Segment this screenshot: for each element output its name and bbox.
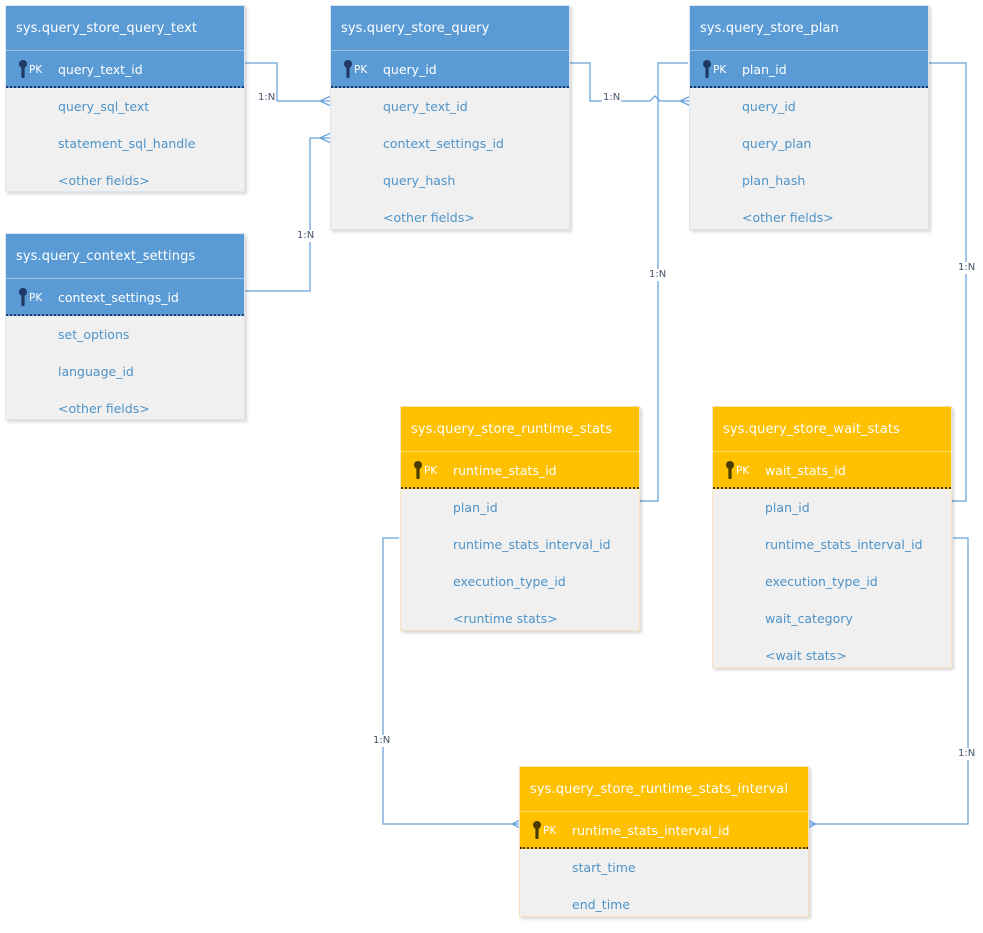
entity-query-store-query-text[interactable]: sys.query_store_query_text PK query_text… (5, 5, 245, 192)
field-row[interactable]: plan_id (453, 500, 498, 515)
entity-fields: set_options language_id <other fields> (6, 316, 244, 427)
entity-primary-key-row[interactable]: PK runtime_stats_interval_id (520, 812, 808, 849)
entity-fields: query_text_id context_settings_id query_… (331, 88, 569, 236)
entity-fields: query_sql_text statement_sql_handle <oth… (6, 88, 244, 199)
field-row[interactable]: <runtime stats> (453, 611, 558, 626)
key-icon (703, 60, 711, 78)
field-row[interactable]: execution_type_id (453, 574, 566, 589)
entity-query-store-wait-stats[interactable]: sys.query_store_wait_stats PK wait_stats… (712, 406, 952, 668)
connector-context-settings-to-query (245, 138, 320, 292)
field-row[interactable]: runtime_stats_interval_id (765, 537, 923, 552)
key-icon (344, 60, 352, 78)
field-row[interactable]: plan_hash (742, 173, 806, 188)
entity-primary-key-row[interactable]: PK query_id (331, 51, 569, 88)
cardinality-label: 1:N (648, 269, 668, 281)
pk-field-name: query_text_id (58, 62, 143, 77)
field-row[interactable]: <other fields> (383, 210, 475, 225)
cardinality-label: 1:N (602, 92, 622, 104)
field-row[interactable]: <wait stats> (765, 648, 847, 663)
entity-primary-key-row[interactable]: PK runtime_stats_id (401, 452, 639, 489)
pk-field-name: query_id (383, 62, 437, 77)
entity-query-store-runtime-stats-interval[interactable]: sys.query_store_runtime_stats_interval P… (519, 766, 809, 917)
key-icon (533, 821, 541, 839)
entity-primary-key-row[interactable]: PK context_settings_id (6, 279, 244, 316)
pk-badge: PK (29, 292, 43, 304)
connector-plan-to-runtime-stats (641, 62, 688, 501)
entity-query-store-runtime-stats[interactable]: sys.query_store_runtime_stats PK runtime… (400, 406, 640, 631)
entity-fields: query_id query_plan plan_hash <other fie… (690, 88, 928, 236)
key-icon (19, 288, 27, 306)
pk-badge: PK (424, 465, 438, 477)
field-row[interactable]: query_hash (383, 173, 456, 188)
entity-title: sys.query_store_wait_stats (713, 407, 951, 452)
entity-primary-key-row[interactable]: PK plan_id (690, 51, 928, 88)
field-row[interactable]: query_plan (742, 136, 812, 151)
field-row[interactable]: query_sql_text (58, 99, 150, 114)
field-row[interactable]: language_id (58, 364, 134, 379)
field-row[interactable]: execution_type_id (765, 574, 878, 589)
pk-field-name: context_settings_id (58, 290, 179, 305)
pk-badge: PK (354, 64, 368, 76)
field-row[interactable]: start_time (572, 860, 636, 875)
entity-title: sys.query_store_query (331, 6, 569, 51)
cardinality-label: 1:N (372, 735, 392, 747)
entity-query-store-plan[interactable]: sys.query_store_plan PK plan_id query_id… (689, 5, 929, 230)
key-icon (726, 461, 734, 479)
connector-query-to-plan (570, 62, 680, 101)
field-row[interactable]: runtime_stats_interval_id (453, 537, 611, 552)
entity-title: sys.query_store_query_text (6, 6, 244, 51)
cardinality-label: 1:N (957, 748, 977, 760)
pk-field-name: wait_stats_id (765, 463, 846, 478)
pk-badge: PK (736, 465, 750, 477)
cardinality-label: 1:N (296, 230, 316, 242)
entity-title: sys.query_store_runtime_stats (401, 407, 639, 452)
entity-query-context-settings[interactable]: sys.query_context_settings PK context_se… (5, 233, 245, 420)
field-row[interactable]: <other fields> (58, 173, 150, 188)
entity-title: sys.query_store_plan (690, 6, 928, 51)
entity-fields: plan_id runtime_stats_interval_id execut… (713, 489, 951, 674)
entity-fields: start_time end_time (520, 849, 808, 923)
field-row[interactable]: statement_sql_handle (58, 136, 196, 151)
field-row[interactable]: context_settings_id (383, 136, 504, 151)
pk-field-name: runtime_stats_id (453, 463, 557, 478)
field-row[interactable]: <other fields> (58, 401, 150, 416)
pk-field-name: runtime_stats_interval_id (572, 823, 730, 838)
field-row[interactable]: set_options (58, 327, 130, 342)
pk-badge: PK (29, 64, 43, 76)
field-row[interactable]: plan_id (765, 500, 810, 515)
key-icon (414, 461, 422, 479)
pk-field-name: plan_id (742, 62, 787, 77)
entity-title: sys.query_context_settings (6, 234, 244, 279)
field-row[interactable]: query_id (742, 99, 796, 114)
entity-query-store-query[interactable]: sys.query_store_query PK query_id query_… (330, 5, 570, 230)
cardinality-label: 1:N (257, 92, 277, 104)
field-row[interactable]: end_time (572, 897, 631, 912)
pk-badge: PK (713, 64, 727, 76)
entity-fields: plan_id runtime_stats_interval_id execut… (401, 489, 639, 637)
field-row[interactable]: wait_category (765, 611, 853, 626)
entity-primary-key-row[interactable]: PK wait_stats_id (713, 452, 951, 489)
pk-badge: PK (543, 825, 557, 837)
entity-title: sys.query_store_runtime_stats_interval (520, 767, 808, 812)
field-row[interactable]: query_text_id (383, 99, 468, 114)
field-row[interactable]: <other fields> (742, 210, 834, 225)
cardinality-label: 1:N (957, 262, 977, 274)
key-icon (19, 60, 27, 78)
entity-primary-key-row[interactable]: PK query_text_id (6, 51, 244, 88)
